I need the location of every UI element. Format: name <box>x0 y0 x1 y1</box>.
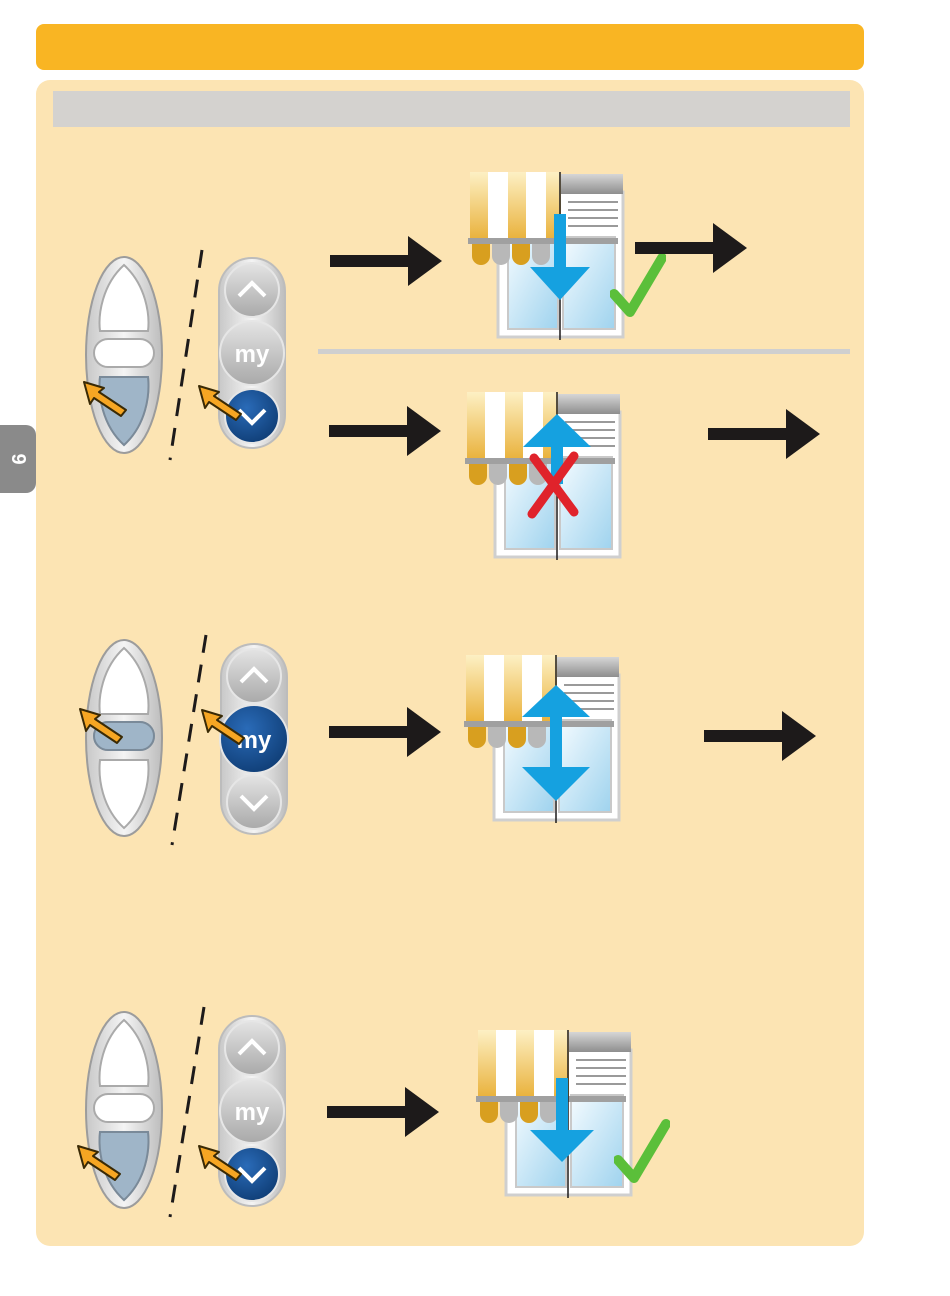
press-pointer-icon <box>200 706 250 746</box>
my-button-label: my <box>235 341 270 368</box>
black-arrow-icon <box>330 236 442 286</box>
press-pointer-icon <box>197 382 247 422</box>
awning-shutter-illustration <box>464 655 624 825</box>
black-arrow-icon <box>329 406 441 456</box>
press-pointer-icon <box>78 705 128 745</box>
step-divider <box>318 349 850 354</box>
awning-shutter-illustration <box>476 1030 636 1200</box>
remote-oval <box>84 255 164 455</box>
black-arrow-icon <box>704 708 816 764</box>
press-pointer-icon <box>76 1142 126 1182</box>
down-chevron-icon[interactable] <box>227 775 281 829</box>
black-arrow-icon <box>635 220 747 276</box>
check-mark-icon <box>614 1118 670 1188</box>
cross-mark-icon <box>524 450 584 520</box>
black-arrow-icon <box>708 406 820 462</box>
press-pointer-icon <box>197 1142 247 1182</box>
press-pointer-icon <box>82 378 132 418</box>
awning-shutter-illustration <box>468 172 628 342</box>
up-chevron-icon[interactable] <box>227 649 281 703</box>
up-chevron-icon[interactable] <box>225 263 279 317</box>
black-arrow-icon <box>327 1087 439 1137</box>
remote-separator <box>162 245 212 465</box>
up-chevron-icon[interactable] <box>225 1021 279 1075</box>
remote-separator <box>162 1002 212 1222</box>
section-tab: 9 <box>0 425 36 493</box>
section-tab-label: 9 <box>0 441 52 477</box>
section-subheader <box>53 91 850 127</box>
chapter-header-bar <box>36 24 864 70</box>
my-button-label: my <box>235 1099 270 1126</box>
black-arrow-icon <box>329 707 441 757</box>
